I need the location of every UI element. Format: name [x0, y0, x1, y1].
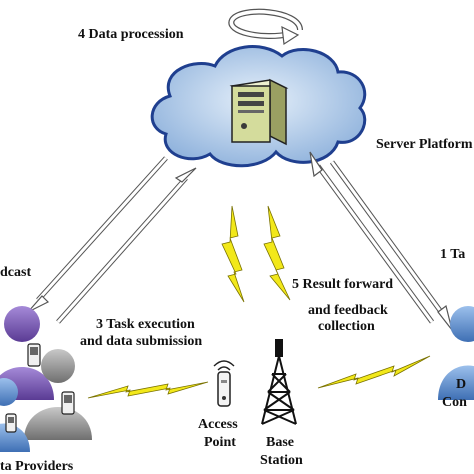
access-point-label-line1: Access	[198, 417, 238, 432]
step4-label: 4 Data procession	[78, 27, 184, 42]
consumer-label-line1: D	[456, 377, 466, 392]
providers-label: ta Providers	[0, 459, 74, 474]
broadcast-label: dcast	[0, 265, 31, 280]
base-station-label-line2: Station	[260, 453, 303, 468]
data-providers-group	[0, 306, 92, 452]
person-icon	[438, 306, 474, 400]
step5-label-line2: and feedback	[308, 303, 388, 318]
step5-label-line3: collection	[318, 319, 375, 334]
consumer-label-line2: Con	[442, 395, 467, 410]
access-point-label-line2: Point	[204, 435, 236, 450]
phone-icon	[27, 343, 41, 367]
server-platform-label: Server Platform	[376, 137, 473, 152]
step3-label-line2: and data submission	[80, 334, 202, 349]
arrow-server-consumer	[309, 151, 453, 331]
server-icon	[229, 78, 289, 146]
step1-label: 1 Ta	[440, 247, 465, 262]
phone-icon	[5, 413, 17, 433]
access-point-icon	[213, 360, 235, 407]
person-icon	[24, 349, 92, 440]
base-station-label-line1: Base	[266, 435, 294, 450]
arrow-server-providers	[27, 156, 197, 324]
phone-icon	[61, 391, 75, 415]
step5-label-line1: 5 Result forward	[292, 277, 393, 292]
step3-label-line1: 3 Task execution	[96, 317, 195, 332]
data-consumer-group	[438, 306, 474, 400]
cycle-arrow-icon	[228, 8, 303, 46]
lightning-icon	[87, 205, 431, 399]
base-station-tower-icon	[261, 339, 297, 425]
